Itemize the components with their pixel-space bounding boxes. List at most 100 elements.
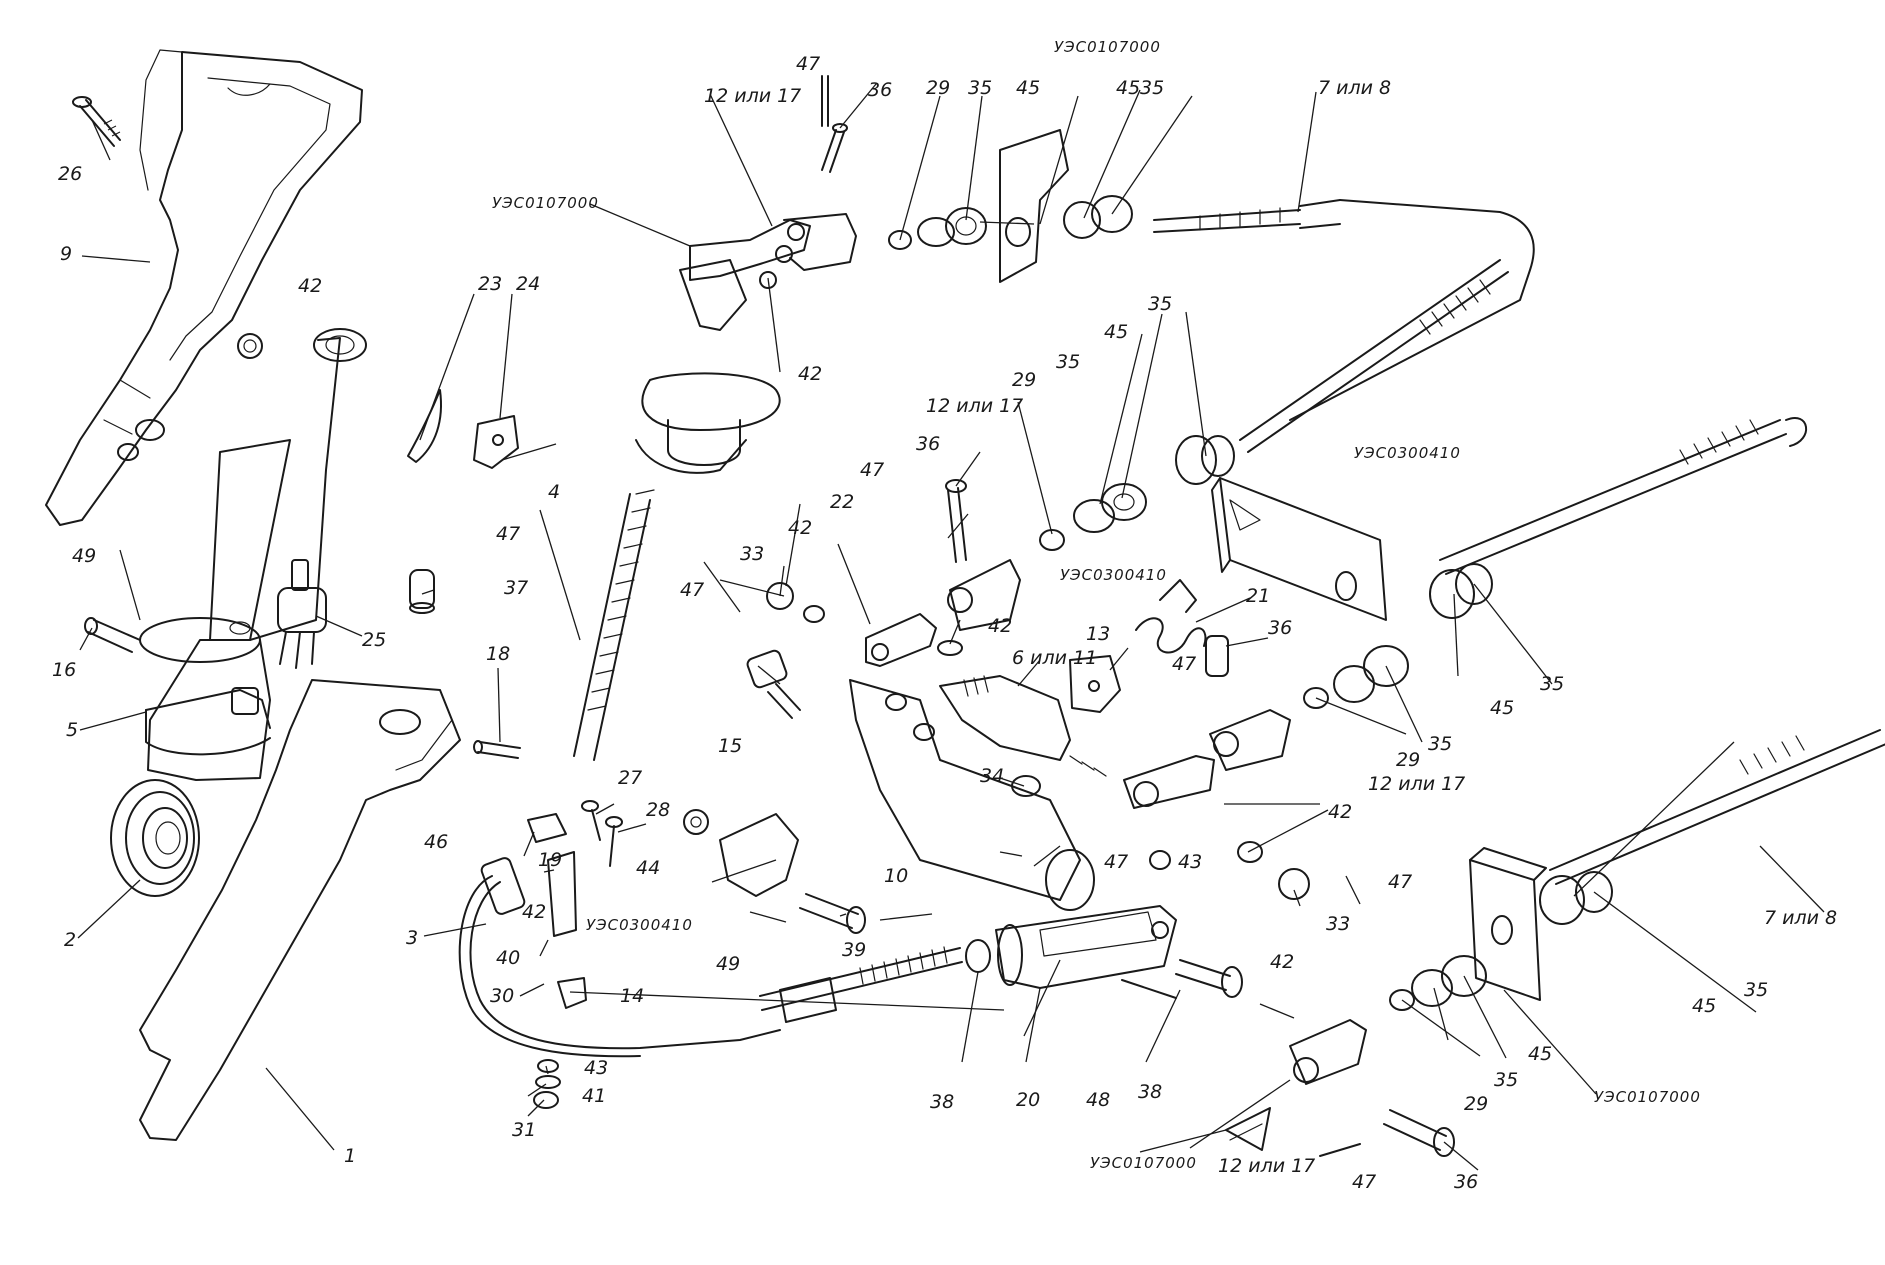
part-36-pin-mid (1205, 635, 1229, 677)
label-part-1: 1 (344, 1145, 356, 1167)
label-part-35-bottom: 35 (1494, 1069, 1518, 1091)
part-14-clip (557, 977, 587, 1009)
label-part-18: 18 (486, 643, 510, 665)
lower-clevis (1225, 1019, 1367, 1151)
label-part-16: 16 (52, 659, 76, 681)
label-part-42-mid: 42 (788, 517, 812, 539)
part-42-washer-a (237, 333, 263, 359)
bracket-uec0107000-lower (1469, 847, 1547, 1001)
label-part-45-top-b: 45 (1116, 77, 1140, 99)
label-part-29-right: 29 (1396, 749, 1420, 771)
label-part-47-bottom: 47 (1352, 1171, 1376, 1193)
label-part-42-left: 42 (298, 275, 322, 297)
label-code-bottom-mid: УЭС0300410 (586, 916, 693, 934)
part-number-labels: 1 2 3 4 5 9 10 13 14 15 16 18 19 20 21 2… (52, 38, 1837, 1193)
label-part-33-bottom: 33 (1326, 913, 1350, 935)
part-38-nut (965, 939, 991, 973)
label-part-34: 34 (980, 765, 1004, 787)
part-47-cotter-bottom (1319, 1143, 1361, 1157)
label-part-49-left: 49 (72, 545, 96, 567)
part-24-plate (473, 415, 519, 469)
label-part-21: 21 (1246, 585, 1270, 607)
label-part-42-right: 42 (1328, 801, 1352, 823)
label-part-35-mid-b: 35 (1056, 351, 1080, 373)
part-9-bracket (45, 49, 363, 526)
label-part-28: 28 (646, 799, 670, 821)
label-alt-12-17-mid: 12 или 17 (926, 395, 1023, 417)
part-42-washer-mid (1237, 841, 1263, 863)
label-alt-12-17-bottom: 12 или 17 (1218, 1155, 1315, 1177)
label-part-44: 44 (636, 857, 660, 879)
label-alt-7-8-bottom: 7 или 8 (1764, 907, 1837, 929)
label-part-45-mid: 45 (1104, 321, 1128, 343)
label-part-35-mid-a: 35 (1148, 293, 1172, 315)
label-part-20: 20 (1016, 1089, 1040, 1111)
label-part-47-lower: 47 (1104, 851, 1128, 873)
part-18-pin (473, 740, 521, 759)
label-part-42-bottom: 42 (1270, 951, 1294, 973)
label-part-35-right: 35 (1428, 733, 1452, 755)
part-19-clamp (547, 851, 577, 937)
part-33-nut-top (766, 582, 825, 623)
part-10-lever (849, 679, 1095, 911)
label-part-26: 26 (58, 163, 82, 185)
bracket-uec0300410 (1211, 477, 1387, 621)
label-part-45-lower-right: 45 (1692, 995, 1716, 1017)
part-39-pin (799, 893, 866, 934)
label-part-38-right: 38 (1138, 1081, 1162, 1103)
label-code-bottom-left: УЭС0107000 (1090, 1154, 1197, 1172)
label-part-42-top: 42 (798, 363, 822, 385)
label-part-47-mid-left: 47 (680, 579, 704, 601)
part-1-lever (139, 679, 461, 1141)
label-part-4: 4 (548, 481, 560, 503)
label-part-36-bottom: 36 (1454, 1171, 1478, 1193)
part-36-pin-bottom (1383, 1109, 1455, 1157)
label-part-25: 25 (362, 629, 386, 651)
label-part-47-top: 47 (796, 53, 820, 75)
label-part-47-mid: 47 (860, 459, 884, 481)
label-part-5: 5 (66, 719, 78, 741)
label-alt-12-17-right: 12 или 17 (1368, 773, 1465, 795)
label-code-bottom-right: УЭС0107000 (1594, 1088, 1701, 1106)
label-code-mid-right: УЭС0300410 (1354, 444, 1461, 462)
label-part-24: 24 (516, 273, 540, 295)
label-part-29-bottom: 29 (1464, 1093, 1488, 1115)
label-part-29-top: 29 (926, 77, 950, 99)
label-part-36-top: 36 (868, 79, 892, 101)
label-part-35-far-right: 35 (1540, 673, 1564, 695)
part-5-column (139, 328, 367, 781)
label-alt-12-17-top: 12 или 17 (704, 85, 801, 107)
label-part-19: 19 (538, 849, 562, 871)
leader-lines (77, 83, 1825, 1171)
label-part-35-lower-right: 35 (1744, 979, 1768, 1001)
part-44-washer (683, 809, 709, 835)
part-27-28-bolts (581, 800, 623, 867)
part-23-clip (407, 389, 442, 463)
label-part-47-center: 47 (1172, 653, 1196, 675)
label-part-29-mid: 29 (1012, 369, 1036, 391)
part-22-link (865, 613, 937, 667)
part-43-washer-mid (1149, 850, 1171, 870)
label-part-35-top-b: 35 (1140, 77, 1164, 99)
label-code-left: УЭС0107000 (492, 194, 599, 212)
label-code-mid-small: УЭС0300410 (1060, 566, 1167, 584)
label-part-45-top-a: 45 (1016, 77, 1040, 99)
label-part-9: 9 (60, 243, 72, 265)
part-6-11-turnbuckle (939, 675, 1107, 777)
label-part-47-right: 47 (1388, 871, 1412, 893)
label-part-47-left: 47 (496, 523, 520, 545)
label-part-42-lower-left: 42 (522, 901, 546, 923)
label-part-33-top: 33 (740, 543, 764, 565)
part-33-nut-bottom (1278, 868, 1310, 900)
bracket-uec0300410-small (719, 813, 799, 897)
part-25-switch (277, 559, 327, 669)
label-part-42-center: 42 (988, 615, 1012, 637)
fastener-stack-31-41-43 (533, 1059, 561, 1109)
label-part-13: 13 (1086, 623, 1110, 645)
part-34-nut (1011, 775, 1041, 797)
label-part-10: 10 (884, 865, 908, 887)
label-part-45-bottom: 45 (1528, 1043, 1552, 1065)
label-part-39: 39 (842, 939, 866, 961)
